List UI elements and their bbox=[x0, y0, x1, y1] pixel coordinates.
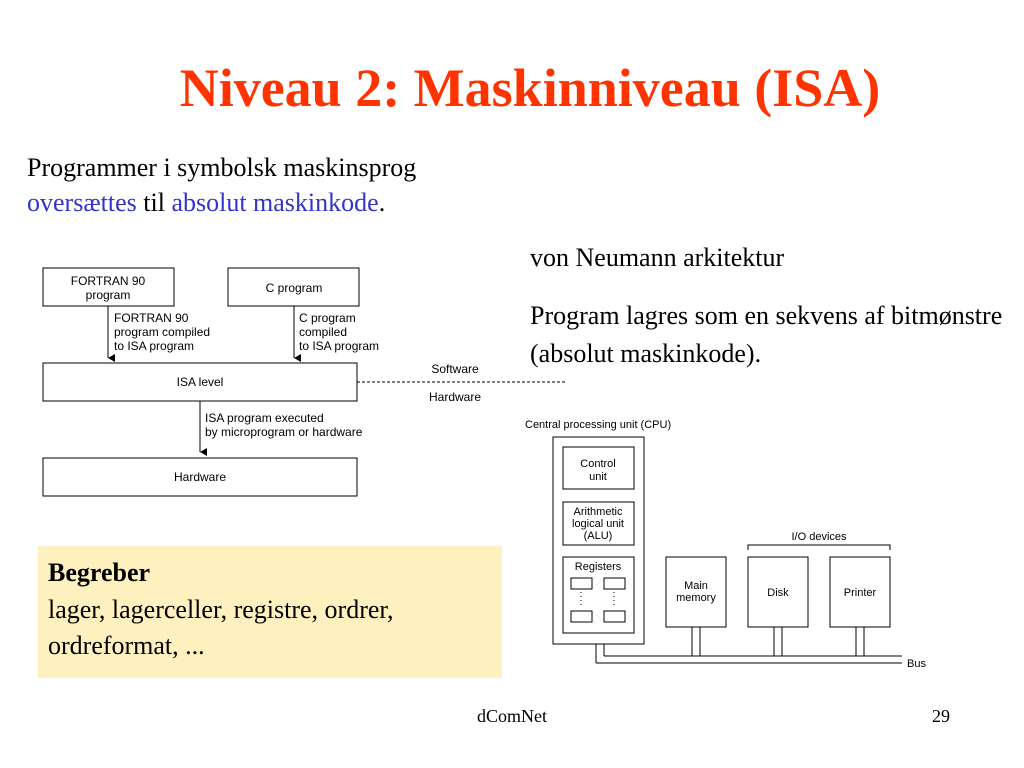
page-number: 29 bbox=[932, 706, 950, 726]
program-stored-text: Program lagres som en sekvens af bitmøns… bbox=[530, 301, 1003, 368]
c-arrow-label-3: to ISA program bbox=[299, 339, 379, 353]
fortran-box-label-2: program bbox=[86, 288, 131, 302]
cpu-box bbox=[552, 436, 645, 645]
register-cell bbox=[603, 577, 626, 590]
intro-line-1: Programmer i symbolsk maskinsprog bbox=[27, 153, 417, 182]
hardware-side-label: Hardware bbox=[429, 390, 481, 404]
von-neumann-heading: von Neumann arkitektur bbox=[530, 243, 785, 272]
slide-title: Niveau 2: Maskinniveau (ISA) bbox=[179, 58, 881, 118]
hardware-box bbox=[42, 457, 358, 497]
fortran-box-label-1: FORTRAN 90 bbox=[71, 274, 146, 288]
fortran-arrow-label-1: FORTRAN 90 bbox=[114, 311, 189, 325]
registers-label: Registers bbox=[575, 561, 622, 573]
concepts-title: Begreber bbox=[48, 558, 151, 587]
intro-word-translated: oversættes bbox=[27, 188, 137, 217]
bus-label: Bus bbox=[907, 658, 926, 670]
io-devices-bracket bbox=[747, 544, 891, 550]
register-cell bbox=[603, 610, 626, 623]
fortran-arrow-label-2: program compiled bbox=[114, 325, 210, 339]
alu-label-3: (ALU) bbox=[584, 530, 613, 542]
intro-line-2: oversættes til absolut maskinkode. bbox=[27, 185, 416, 220]
alu-label-1: Arithmetic bbox=[574, 506, 623, 518]
c-box-label: C program bbox=[266, 281, 323, 295]
printer-label: Printer bbox=[844, 587, 877, 599]
c-arrow-label-1: C program bbox=[299, 311, 356, 325]
alu-label-2: logical unit bbox=[572, 518, 624, 530]
printer-box bbox=[829, 556, 891, 628]
hardware-box-label: Hardware bbox=[174, 470, 226, 484]
main-memory-box bbox=[665, 556, 727, 628]
io-devices-label: I/O devices bbox=[791, 531, 847, 543]
intro-word-to: til bbox=[136, 188, 172, 217]
concepts-list: lager, lagerceller, registre, ordrer, or… bbox=[48, 595, 394, 660]
cpu-title-label: Central processing unit (CPU) bbox=[525, 419, 671, 431]
control-unit-label-1: Control bbox=[580, 458, 615, 470]
control-unit-box bbox=[562, 446, 635, 490]
disk-bus-connector bbox=[773, 627, 783, 656]
footer-course: dComNet bbox=[477, 706, 547, 726]
memory-bus-connector bbox=[691, 627, 701, 656]
isa-level-diagram bbox=[42, 267, 566, 497]
software-label: Software bbox=[431, 362, 479, 376]
c-arrow-label-2: compiled bbox=[299, 325, 347, 339]
alu-box bbox=[562, 501, 635, 546]
intro-period: . bbox=[378, 188, 386, 217]
printer-bus-connector bbox=[855, 627, 865, 656]
disk-box bbox=[747, 556, 809, 628]
concepts-box: Begreber lager, lagerceller, registre, o… bbox=[38, 546, 502, 678]
register-cell bbox=[570, 610, 593, 623]
control-unit-label-2: unit bbox=[589, 471, 607, 483]
main-memory-label-2: memory bbox=[676, 592, 716, 604]
intro-word-machinecode: absolut maskinkode bbox=[171, 188, 379, 217]
main-memory-label-1: Main bbox=[684, 580, 708, 592]
registers-box bbox=[562, 556, 635, 634]
executed-label-2: by microprogram or hardware bbox=[205, 425, 363, 439]
fortran-arrow-label-3: to ISA program bbox=[114, 339, 194, 353]
von-neumann-diagram bbox=[552, 436, 902, 664]
executed-label-1: ISA program executed bbox=[205, 411, 324, 425]
disk-label: Disk bbox=[767, 587, 789, 599]
isa-level-label: ISA level bbox=[177, 375, 224, 389]
register-cell bbox=[570, 577, 593, 590]
intro-text: Programmer i symbolsk maskinsprog oversæ… bbox=[27, 150, 416, 220]
